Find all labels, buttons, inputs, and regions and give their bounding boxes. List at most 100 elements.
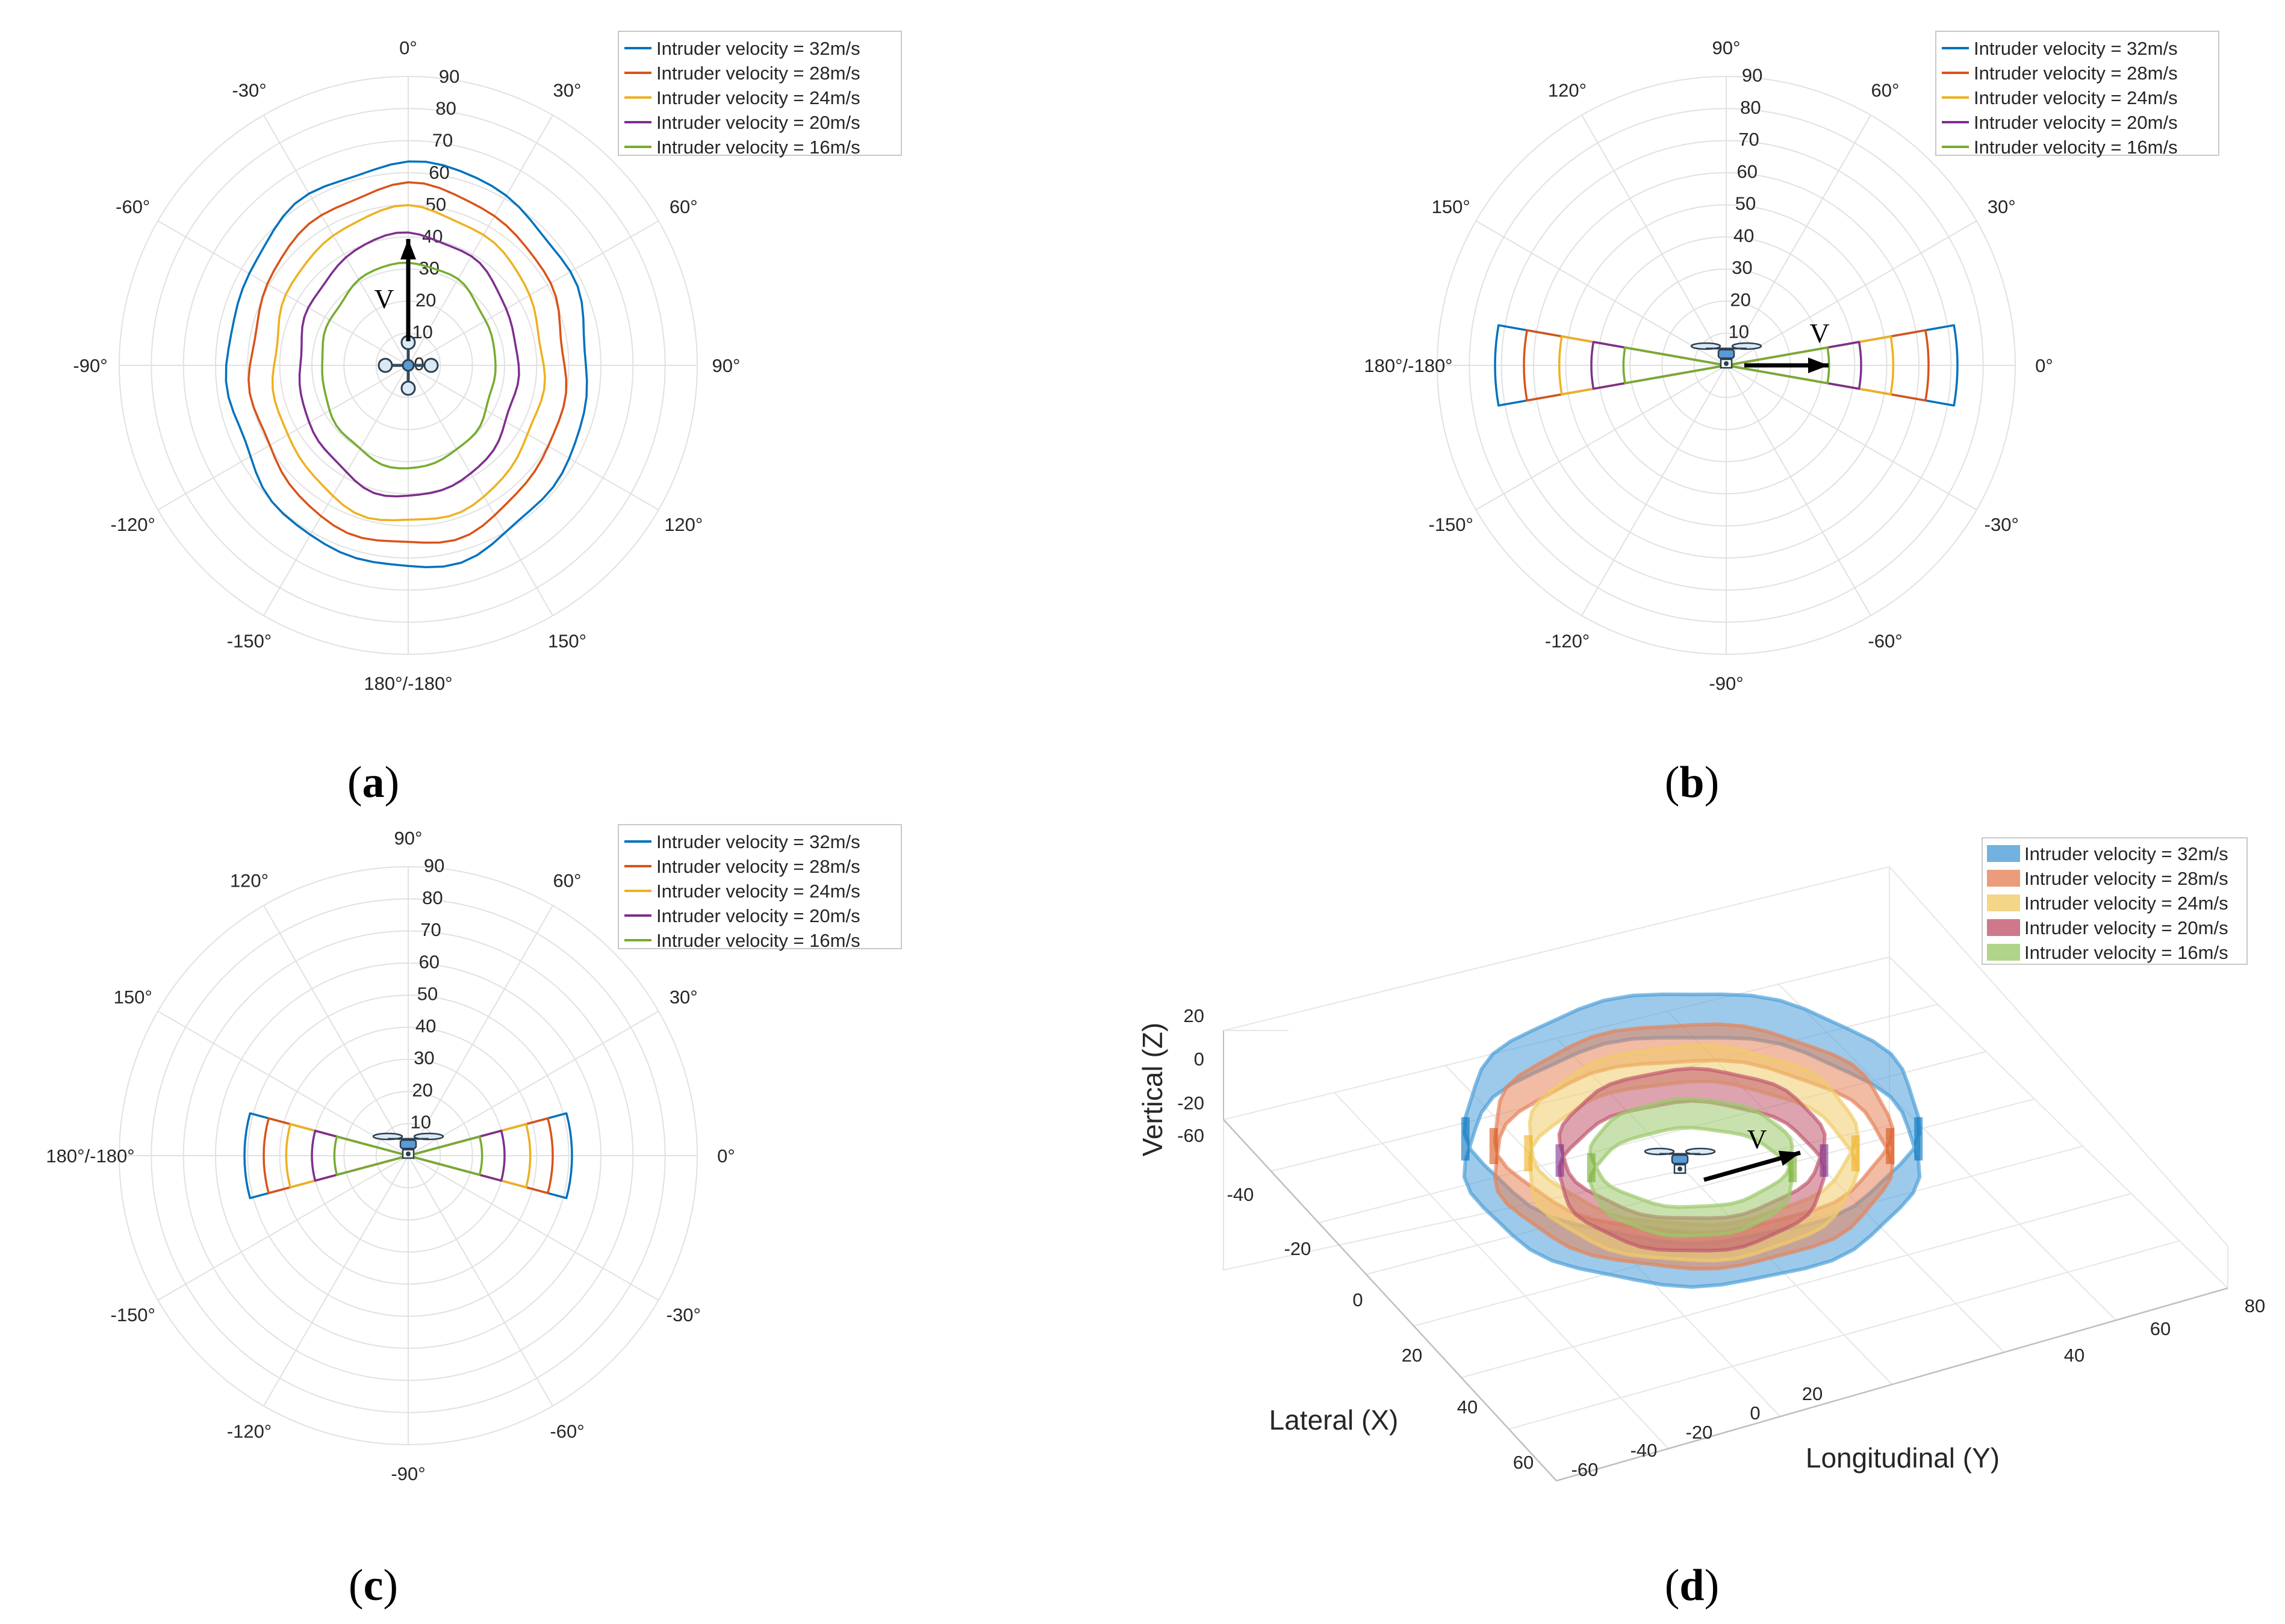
- theta-tick-label: 30°: [553, 80, 582, 101]
- y-tick-label: 80: [2245, 1295, 2265, 1316]
- legend-swatch: [1987, 870, 2020, 887]
- drone-body: [399, 1139, 417, 1150]
- drone-rotor: [423, 358, 439, 373]
- legend-swatch: [1987, 894, 2020, 911]
- legend-box: [1935, 31, 2219, 156]
- radial-tick-label: 10: [412, 321, 432, 342]
- radial-tick-label: 60: [419, 951, 440, 972]
- theta-tick-label: 90°: [394, 828, 423, 849]
- legend-box: [618, 824, 902, 949]
- polar-grid-spoke: [263, 905, 409, 1156]
- polar-grid-spoke: [408, 365, 659, 510]
- radial-tick-label: 10: [1729, 321, 1749, 342]
- panel-b-caption: (b): [1665, 758, 1719, 807]
- drone-icon: [372, 1132, 444, 1159]
- theta-tick-label: -120°: [227, 1421, 272, 1442]
- panel-b-polar-chart: 0°30°60°90°120°150°180°/-180°-150°-120°-…: [1364, 31, 2219, 694]
- radial-tick-label: 60: [1737, 161, 1758, 182]
- panel-d-3d-surface-chart: -40-200204060-60-40-20020406080200-20-60…: [1137, 837, 2265, 1482]
- legend-label: Intruder velocity = 24m/s: [2024, 893, 2228, 914]
- theta-tick-label: -150°: [111, 1304, 155, 1325]
- theta-tick-label: -30°: [667, 1304, 701, 1325]
- z-axis-title: Vertical (Z): [1137, 1023, 1168, 1156]
- x-tick-label: 40: [1457, 1396, 1478, 1418]
- series-line-32ms: [225, 160, 588, 568]
- series-line-28ms: [263, 1117, 554, 1194]
- panel-c-caption: (c): [349, 1561, 398, 1610]
- drone-body: [1671, 1154, 1689, 1165]
- radial-tick-label: 90: [424, 855, 444, 876]
- legend-label: Intruder velocity = 32m/s: [656, 38, 860, 59]
- x-tick-label: -40: [1227, 1184, 1254, 1205]
- radial-tick-label: 20: [1730, 289, 1750, 310]
- polar-grid-spoke: [408, 114, 553, 366]
- drone-rotor: [400, 380, 416, 396]
- theta-tick-label: 30°: [1988, 196, 2016, 217]
- polar-grid-spoke: [263, 114, 409, 366]
- theta-tick-label: 180°/-180°: [364, 673, 452, 694]
- theta-tick-label: -60°: [1868, 630, 1902, 651]
- legend-label: Intruder velocity = 24m/s: [656, 87, 860, 108]
- series-line-28ms: [247, 181, 568, 544]
- series-line-20ms: [1590, 341, 1862, 390]
- theta-tick-label: 60°: [1871, 80, 1900, 101]
- series-line-32ms: [243, 1112, 573, 1200]
- series-line-16ms: [333, 1135, 483, 1176]
- legend-label: Intruder velocity = 16m/s: [1974, 137, 2178, 158]
- radial-tick-label: 50: [1735, 193, 1756, 214]
- drone-body: [1717, 349, 1735, 359]
- y-tick-label: 20: [1802, 1383, 1823, 1404]
- y-tick-label: 60: [2150, 1318, 2171, 1339]
- radial-tick-label: 70: [432, 130, 453, 151]
- legend-label: Intruder velocity = 16m/s: [656, 930, 860, 951]
- theta-tick-label: 150°: [114, 987, 152, 1008]
- theta-tick-label: -60°: [550, 1421, 584, 1442]
- radial-tick-label: 30: [414, 1047, 434, 1068]
- floor-grid-line: [1334, 1092, 1669, 1449]
- legend-label: Intruder velocity = 28m/s: [1974, 63, 2178, 84]
- x-tick-label: 20: [1402, 1345, 1422, 1366]
- polar-grid-spoke: [157, 220, 409, 366]
- legend-swatch: [1987, 845, 2020, 862]
- panel-a-polar-chart: 0°30°60°90°120°150°180°/-180°-150°-120°-…: [73, 31, 902, 694]
- velocity-label: V: [374, 284, 394, 314]
- series-line-28ms: [1523, 329, 1930, 402]
- series-line-24ms: [1558, 335, 1895, 395]
- panel-c-polar-chart: 0°30°60°90°120°150°180°/-180°-150°-120°-…: [46, 824, 902, 1484]
- y-axis-line: [1556, 1287, 2228, 1482]
- polar-grid-spoke: [408, 365, 553, 616]
- legend-label: Intruder velocity = 24m/s: [656, 881, 860, 902]
- grid-line: [1889, 866, 2228, 1247]
- drone-body: [402, 359, 415, 372]
- x-axis-title: Lateral (X): [1269, 1404, 1399, 1436]
- radial-tick-label: 80: [422, 887, 443, 908]
- series-line-16ms: [1622, 346, 1830, 385]
- radial-tick-label: 80: [1740, 97, 1761, 118]
- theta-tick-label: 60°: [670, 196, 698, 217]
- velocity-label: V: [1747, 1124, 1767, 1154]
- theta-tick-label: 120°: [1548, 80, 1587, 101]
- drone-icon: [1644, 1147, 1716, 1174]
- theta-tick-label: 90°: [1712, 37, 1741, 58]
- legend-label: Intruder velocity = 32m/s: [1974, 38, 2178, 59]
- radial-tick-label: 70: [420, 919, 441, 940]
- theta-tick-label: -150°: [227, 630, 272, 651]
- z-tick-label: 20: [1184, 1005, 1204, 1026]
- polar-grid-spoke: [157, 1011, 409, 1156]
- drone-lens: [406, 1151, 411, 1156]
- radial-tick-label: 10: [411, 1112, 431, 1133]
- y-axis-title: Longitudinal (Y): [1806, 1442, 2000, 1474]
- polar-grid-spoke: [408, 1155, 659, 1301]
- y-tick-label: -20: [1686, 1422, 1713, 1443]
- y-tick-label: -60: [1572, 1459, 1599, 1480]
- z-tick-label: 0: [1194, 1049, 1204, 1070]
- velocity-label: V: [1809, 318, 1829, 349]
- radial-tick-label: 90: [439, 66, 459, 87]
- legend-label: Intruder velocity = 20m/s: [656, 112, 860, 133]
- radial-tick-label: 80: [435, 98, 456, 119]
- polar-grid-spoke: [1581, 114, 1727, 366]
- legend-label: Intruder velocity = 32m/s: [2024, 843, 2228, 864]
- theta-tick-label: -90°: [391, 1463, 425, 1484]
- theta-tick-label: -90°: [73, 355, 107, 376]
